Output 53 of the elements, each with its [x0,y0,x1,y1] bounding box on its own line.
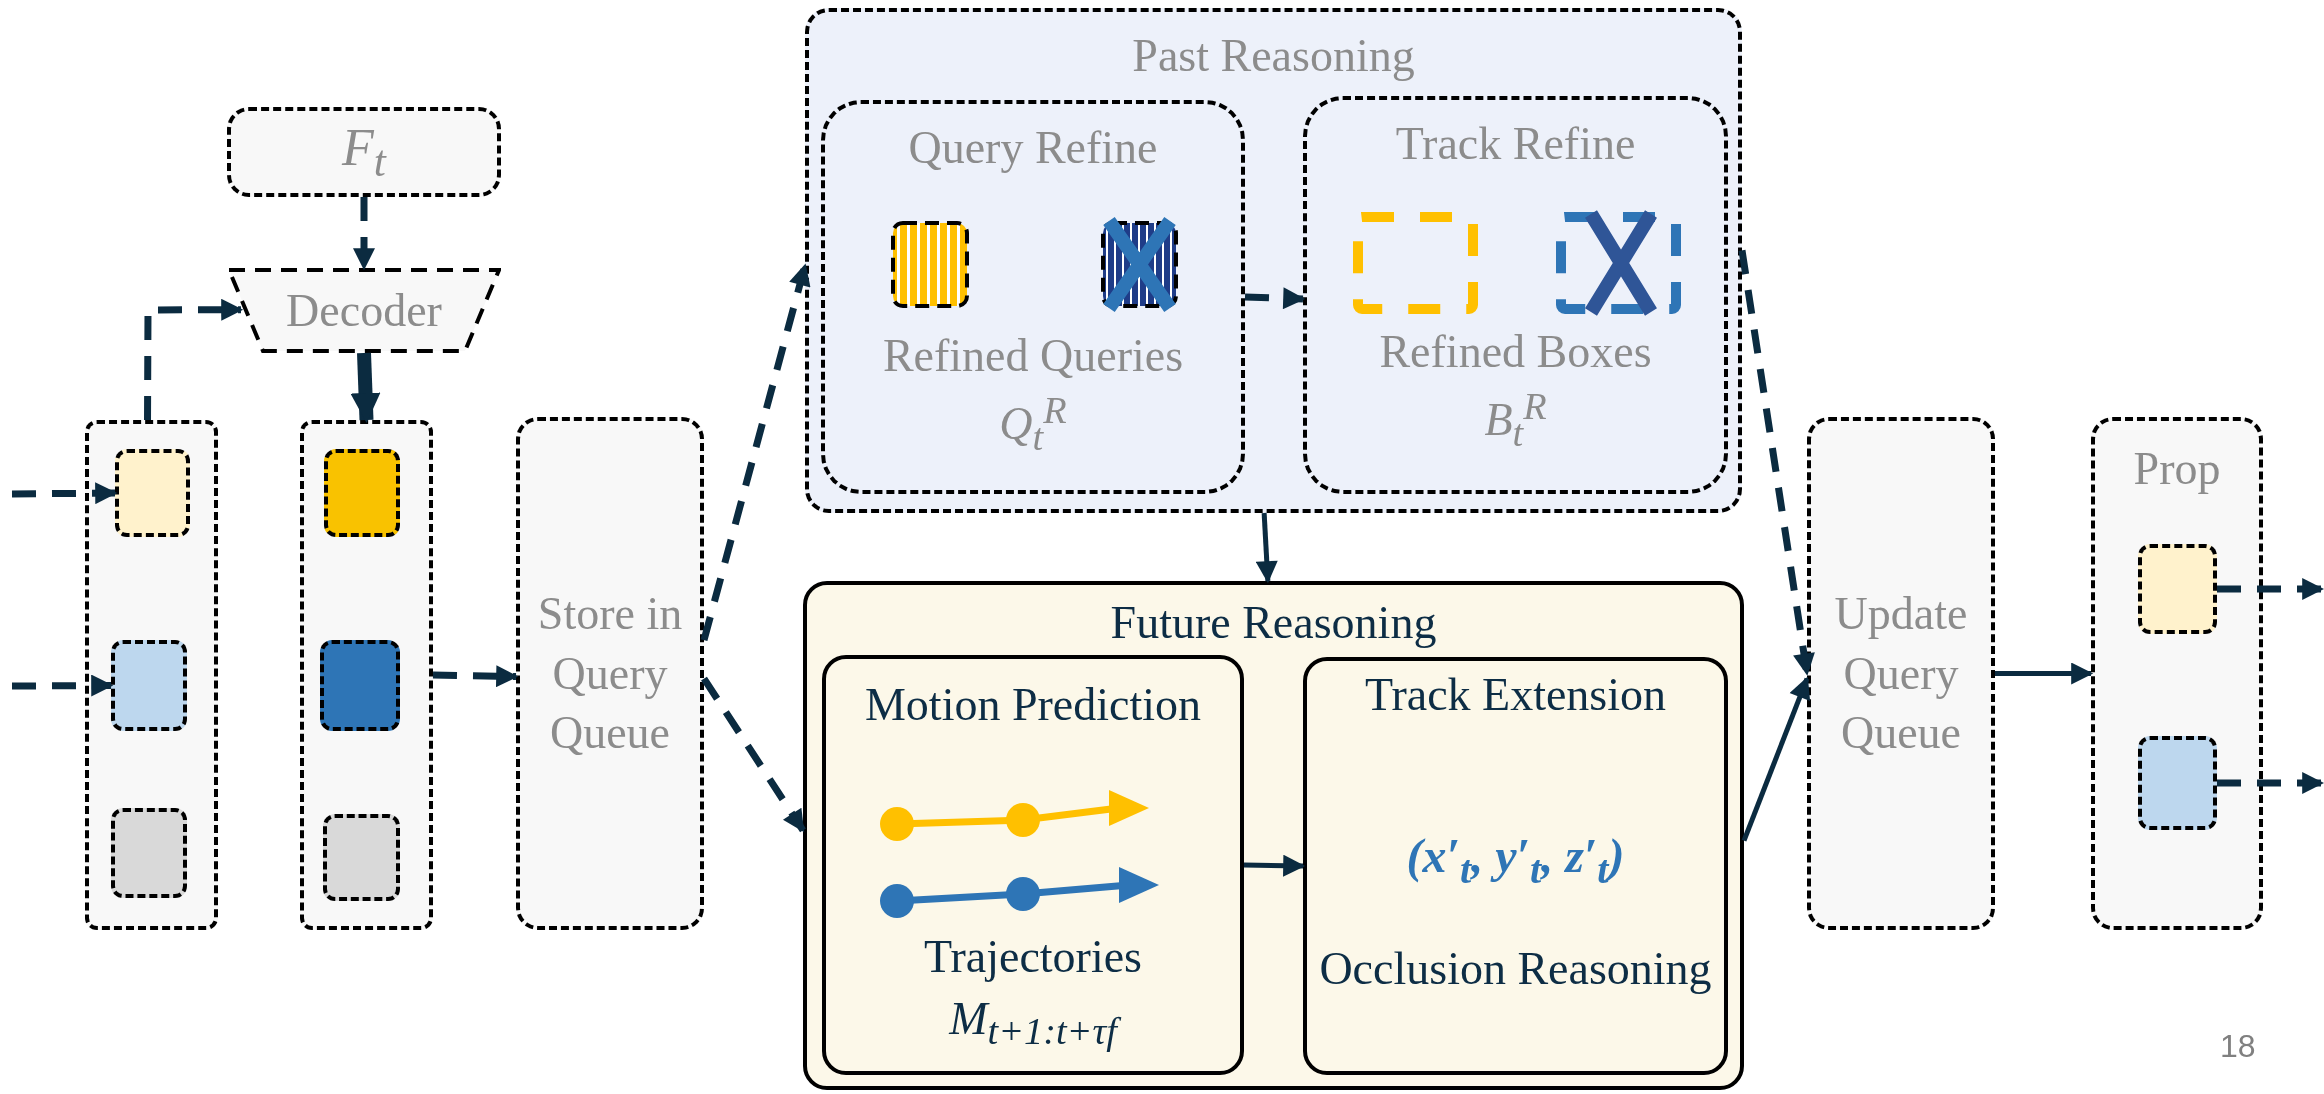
query-square [323,814,400,901]
node-label: Refined Boxes [1378,325,1653,379]
query-square [324,449,400,537]
group-panel [805,8,1742,513]
module-box [1303,657,1728,1075]
arrow [1995,662,2094,685]
arrow [2217,772,2324,794]
query-column [2091,417,2263,930]
arrow [2217,578,2324,600]
query-square [300,420,433,930]
query-square [111,640,187,731]
node-label: Refined Queries [881,329,1185,383]
arrow [701,676,806,833]
query-square [2138,544,2217,634]
node-title: Query Refine [907,121,1159,175]
module-box [1303,96,1728,494]
arrow [1741,676,1811,842]
arrow [1244,287,1306,310]
group-panel [803,581,1744,1090]
node-title: Motion Prediction [863,678,1202,732]
arrow [1243,854,1306,877]
node-label: Decoder [286,283,442,338]
arrow [432,665,519,688]
page-number: 18 [2220,1028,2256,1065]
node-label: Store in Query Queue [536,586,684,761]
arrow [700,263,811,642]
arrow [1255,512,1278,584]
query-square [85,420,218,930]
query-square [320,640,400,731]
math-label: (x′$_{t}$, y′$_{t}$, z′$_{t}$) [1405,828,1626,894]
node-label: Update Query Queue [1833,586,1969,761]
node-title: Track Refine [1394,117,1637,171]
arrow [144,298,244,420]
node-label: Occlusion Reasoning [1318,942,1713,996]
feature-box [227,107,501,197]
query-square [115,449,190,537]
queue-box [516,417,704,930]
queue-box [1807,417,1995,930]
node-label: Past Reasoning [1131,29,1416,83]
module-box [821,100,1245,494]
math-label: F$_{t}$ [342,118,386,188]
node-label: Future Reasoning [1109,596,1438,650]
node-label: Prop [2132,442,2222,496]
arrow [1738,249,1815,676]
node-label: Trajectories [923,930,1143,984]
decoder-trapezoid [227,268,501,353]
arrow [11,482,118,505]
node-title: Track Extension [1363,668,1668,722]
query-square [2138,736,2217,830]
arrow [350,352,381,423]
query-square [111,808,187,898]
arrow [353,197,375,271]
module-box [822,655,1244,1075]
